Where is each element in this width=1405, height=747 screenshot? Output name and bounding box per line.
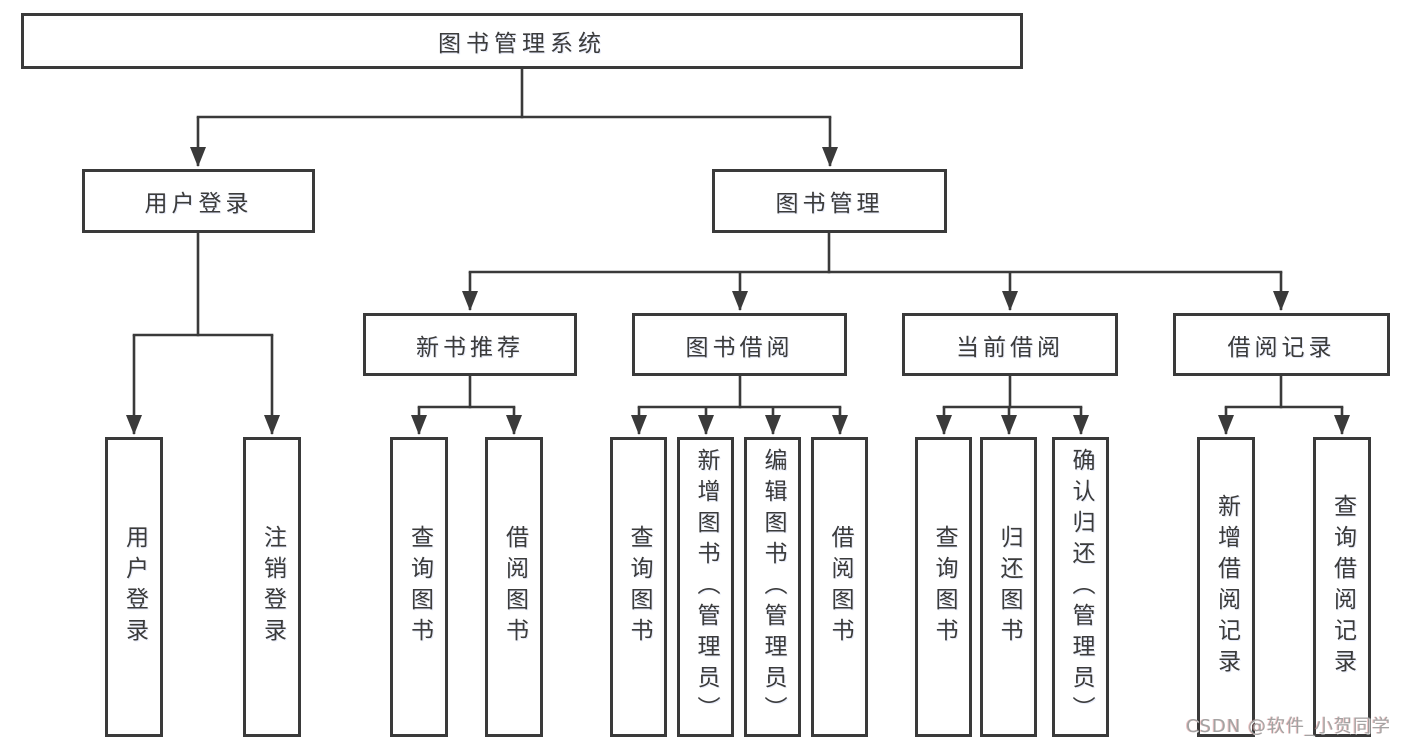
leaf-user-login: 用户登录 (105, 437, 163, 737)
node-new-book-recommend: 新书推荐 (363, 313, 577, 376)
leaf-label: 查询图书 (406, 525, 433, 649)
node-label: 新书推荐 (416, 334, 524, 361)
node-label: 借阅记录 (1227, 334, 1336, 361)
leaf-confirm-return-admin: 确认归还（管理员） (1052, 437, 1109, 737)
leaf-label: 编辑图书（管理员） (760, 447, 786, 727)
leaf-label: 新增借阅记录 (1213, 494, 1240, 680)
leaf-label: 确认归还（管理员） (1068, 447, 1094, 727)
leaf-borrow-books: 借阅图书 (811, 437, 868, 737)
leaf-return-book: 归还图书 (980, 437, 1037, 737)
node-label: 用户登录 (144, 191, 253, 217)
csdn-watermark: CSDN @软件_小贺同学 (1186, 716, 1392, 737)
leaf-label: 新增图书（管理员） (693, 447, 719, 727)
node-book-management: 图书管理 (712, 169, 947, 233)
node-root-library-system: 图书管理系统 (21, 13, 1023, 69)
leaf-query-books-current: 查询图书 (915, 437, 972, 737)
leaf-label: 用户登录 (121, 525, 148, 649)
connector-lines (132, 67, 1344, 409)
leaf-query-borrow-record: 查询借阅记录 (1313, 437, 1371, 737)
node-borrow-records: 借阅记录 (1173, 313, 1390, 376)
node-label: 图书借阅 (685, 334, 794, 361)
connector-arrows (126, 117, 1350, 435)
node-label: 当前借阅 (956, 334, 1064, 361)
leaf-borrow-books-recommend: 借阅图书 (485, 437, 543, 737)
node-label: 图书管理 (775, 191, 884, 217)
leaf-add-book-admin: 新增图书（管理员） (677, 437, 734, 737)
leaf-label: 查询借阅记录 (1329, 494, 1356, 680)
leaf-label: 借阅图书 (501, 525, 528, 649)
leaf-logout: 注销登录 (243, 437, 301, 737)
leaf-add-borrow-record: 新增借阅记录 (1197, 437, 1255, 737)
node-label: 图书管理系统 (438, 31, 606, 57)
leaf-query-books-recommend: 查询图书 (390, 437, 448, 737)
leaf-label: 查询图书 (626, 525, 652, 649)
node-current-borrow: 当前借阅 (902, 313, 1118, 376)
leaf-label: 归还图书 (996, 525, 1022, 649)
leaf-query-books-borrow: 查询图书 (610, 437, 667, 737)
leaf-edit-book-admin: 编辑图书（管理员） (744, 437, 801, 737)
leaf-label: 借阅图书 (827, 525, 853, 649)
node-book-borrow: 图书借阅 (632, 313, 847, 376)
leaf-label: 注销登录 (259, 525, 286, 649)
node-user-login: 用户登录 (82, 169, 315, 233)
leaf-label: 查询图书 (931, 525, 957, 649)
